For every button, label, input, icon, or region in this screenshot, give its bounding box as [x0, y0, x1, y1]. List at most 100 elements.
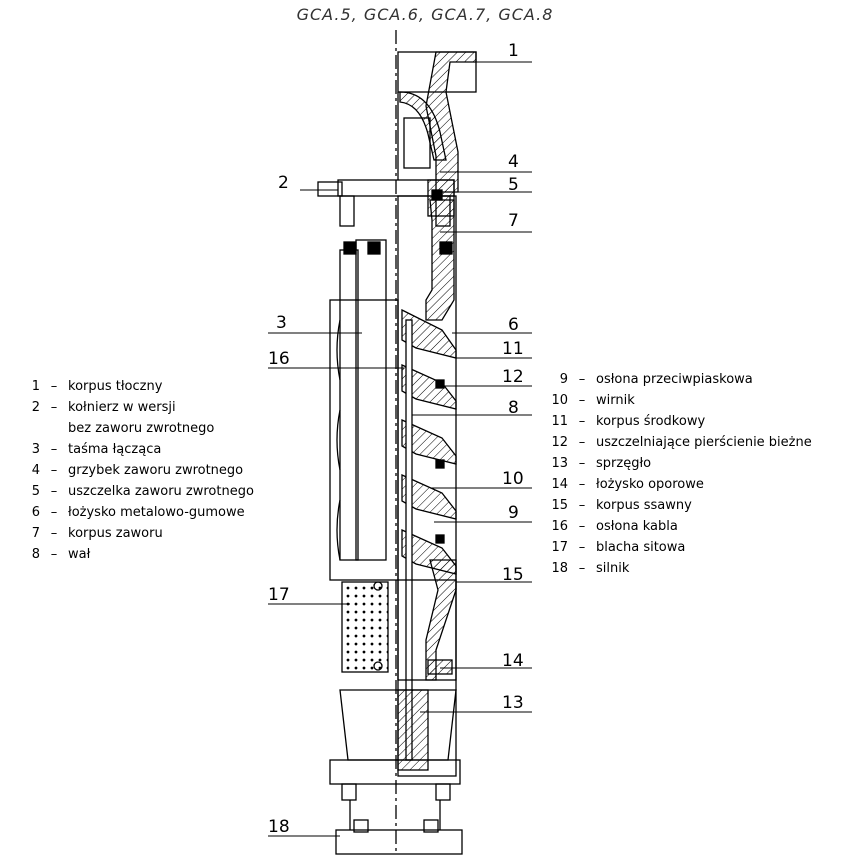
thrust-bearing [427, 659, 453, 675]
legend-row: 10–wirnik [528, 390, 812, 411]
legend-text: uszczelka zaworu zwrotnego [68, 484, 254, 499]
legend-number: 5 [31, 484, 40, 499]
legend-text: korpus tłoczny [68, 379, 163, 394]
legend-dash: – [50, 547, 58, 562]
legend-row: 17–blacha sitowa [528, 537, 812, 558]
motor-flange [329, 759, 461, 785]
legend-number: 10 [551, 393, 568, 408]
callout-labels: 1 2 4 5 7 3 6 16 11 12 8 10 9 15 17 14 1… [268, 41, 524, 837]
screen-plate [341, 581, 389, 673]
legend-number [18, 418, 40, 439]
motor-base [335, 829, 463, 855]
flange-2 [317, 181, 343, 197]
legend-row: 15–korpus ssawny [528, 495, 812, 516]
legend-dash: – [578, 414, 586, 429]
legend-text: sprzęgło [596, 456, 652, 471]
legend-number: 17 [551, 540, 568, 555]
legend-dash: – [50, 463, 58, 478]
legend-row: 7–korpus zaworu [18, 523, 254, 544]
leader-lines [268, 61, 532, 837]
seal-gasket [431, 189, 443, 201]
check-valve-disc [399, 91, 447, 161]
legend-text: korpus środkowy [596, 414, 706, 429]
legend-text: kołnierz w wersji [68, 400, 176, 415]
legend-dash: – [578, 498, 586, 513]
legend-row: bez zaworu zwrotnego [18, 418, 254, 439]
legend-number: 7 [31, 526, 40, 541]
valve-body-hatched [425, 199, 455, 321]
legend-number: 11 [551, 414, 568, 429]
legend-row: 1–korpus tłoczny [18, 376, 254, 397]
callout-3: 3 [276, 313, 287, 333]
legend-number: 13 [551, 456, 568, 471]
legend-number: 4 [31, 463, 40, 478]
legend-text: osłona przeciwpiaskowa [596, 372, 753, 387]
flange-bolt-left [339, 195, 355, 227]
strap-left [339, 249, 359, 561]
legend-number: 8 [31, 547, 40, 562]
legend-dash: – [578, 372, 586, 387]
legend-number: 12 [551, 435, 568, 450]
legend-text: wirnik [596, 393, 635, 408]
callout-10: 10 [502, 469, 524, 489]
legend-number: 2 [31, 400, 40, 415]
legend-row: 12–uszczelniające pierścienie bieżne [528, 432, 811, 453]
callout-2: 2 [278, 173, 289, 193]
legend-number: 16 [551, 519, 568, 534]
legend-text: taśma łącząca [68, 442, 162, 457]
legend-number: 3 [31, 442, 40, 457]
legend-number: 15 [551, 498, 568, 513]
callout-15: 15 [502, 565, 524, 585]
callout-12: 12 [502, 367, 524, 387]
legend-dash: – [50, 505, 58, 520]
legend-row: 8–wał [18, 544, 254, 565]
legend-row: 6–łożysko metalowo-gumowe [18, 502, 254, 523]
legend-text: silnik [596, 561, 630, 576]
pump-body [317, 30, 477, 855]
legend-number: 6 [31, 505, 40, 520]
legend-text: korpus ssawny [596, 498, 692, 513]
drawing-title: GCA.5, GCA.6, GCA.7, GCA.8 [296, 5, 554, 24]
legend-text: osłona kabla [596, 519, 678, 534]
legend-text: blacha sitowa [596, 540, 686, 555]
legend-dash: – [578, 435, 586, 450]
legend-dash: – [50, 484, 58, 499]
legend-text: grzybek zaworu zwrotnego [68, 463, 244, 478]
legend-dash: – [50, 442, 58, 457]
valve-seat-block [403, 117, 431, 169]
legend-row: 2–kołnierz w wersji [18, 397, 254, 418]
suction-body [397, 579, 457, 681]
legend-text: wał [68, 547, 91, 562]
wear-rings [435, 379, 445, 544]
legend-dash: – [50, 400, 58, 415]
legend-number: 1 [31, 379, 40, 394]
legend-text: łożysko metalowo-gumowe [68, 505, 245, 520]
coupling [397, 689, 429, 771]
callout-8: 8 [508, 398, 519, 418]
legend-text: bez zaworu zwrotnego [68, 421, 215, 436]
callout-5: 5 [508, 175, 519, 195]
legend-row: 4–grzybek zaworu zwrotnego [18, 460, 254, 481]
legend-row: 3–taśma łącząca [18, 439, 254, 460]
callout-16: 16 [268, 349, 290, 369]
legend-dash: – [578, 477, 586, 492]
callout-7: 7 [508, 211, 519, 231]
callout-13: 13 [502, 693, 524, 713]
legend-dash: – [578, 540, 586, 555]
legend-dash: – [50, 379, 58, 394]
legend-row: 18–silnik [528, 558, 812, 579]
callout-11: 11 [502, 339, 524, 359]
legend-row: 5–uszczelka zaworu zwrotnego [18, 481, 254, 502]
callout-14: 14 [502, 651, 524, 671]
legend-number: 18 [551, 561, 568, 576]
callout-1: 1 [508, 41, 519, 61]
legend-row: 9–osłona przeciwpiaskowa [528, 369, 812, 390]
outer-shell [329, 299, 399, 581]
legend-row: 14–łożysko oporowe [528, 474, 812, 495]
legend-dash: – [50, 526, 58, 541]
callout-4: 4 [508, 152, 519, 172]
legend-dash: – [578, 519, 586, 534]
